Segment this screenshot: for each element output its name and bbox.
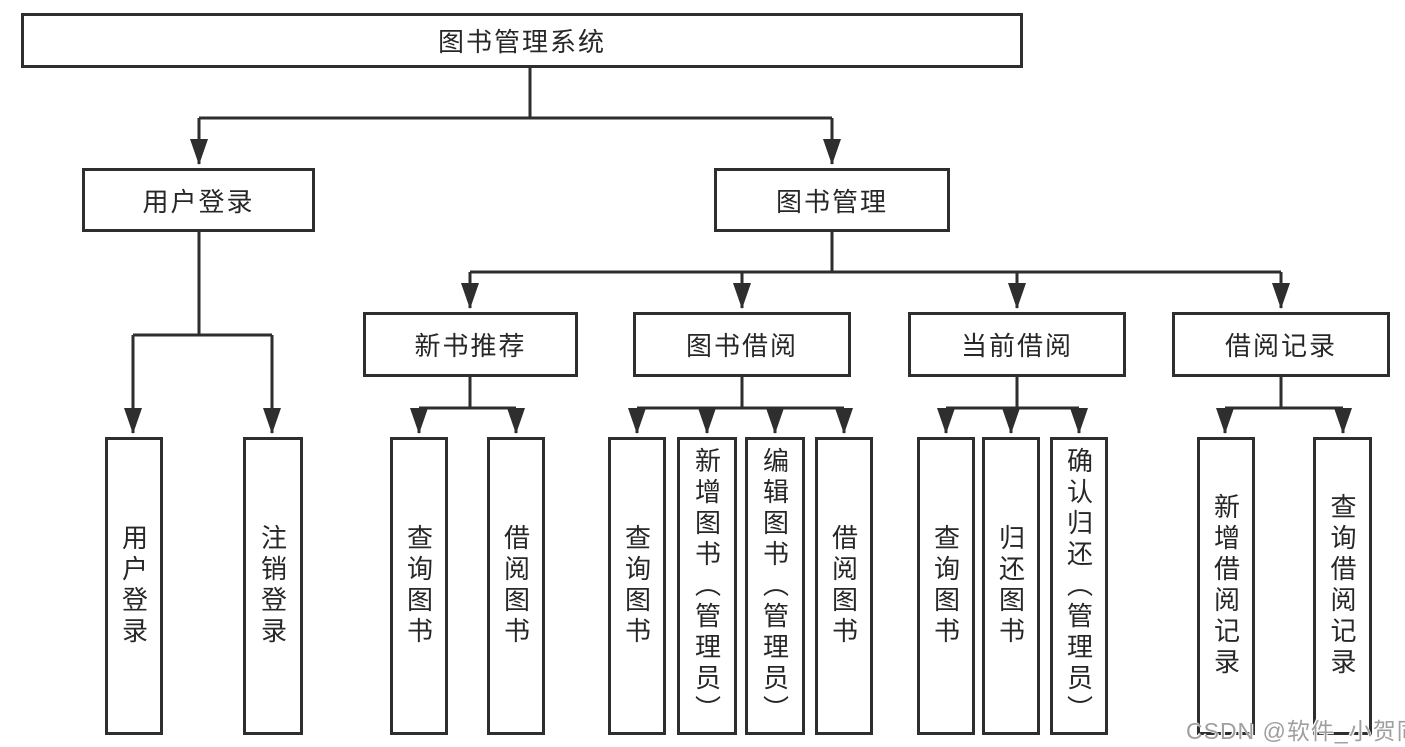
leaf-add-book-admin: 新增图书（管理员） bbox=[677, 437, 737, 735]
node-root-system: 图书管理系统 bbox=[21, 13, 1023, 68]
node-user-login: 用户登录 bbox=[82, 168, 315, 232]
csdn-watermark: CSDN @软件_小贺同学 bbox=[1186, 718, 1405, 744]
leaf-user-login: 用户登录 bbox=[105, 437, 163, 735]
leaf-query-book-recommend: 查询图书 bbox=[390, 437, 448, 735]
node-new-book-recommend: 新书推荐 bbox=[363, 312, 578, 377]
leaf-borrow-book: 借阅图书 bbox=[815, 437, 873, 735]
node-current-borrowing: 当前借阅 bbox=[908, 312, 1126, 377]
node-borrowing-records: 借阅记录 bbox=[1172, 312, 1390, 377]
leaf-query-borrow-record: 查询借阅记录 bbox=[1313, 437, 1372, 735]
leaf-query-book-borrow: 查询图书 bbox=[608, 437, 666, 735]
node-book-borrowing: 图书借阅 bbox=[633, 312, 851, 377]
leaf-edit-book-admin: 编辑图书（管理员） bbox=[745, 437, 805, 735]
leaf-borrow-book-recommend: 借阅图书 bbox=[487, 437, 545, 735]
leaf-logout: 注销登录 bbox=[243, 437, 303, 735]
leaf-query-book-current: 查询图书 bbox=[917, 437, 975, 735]
leaf-add-borrow-record: 新增借阅记录 bbox=[1197, 437, 1255, 735]
node-book-management: 图书管理 bbox=[714, 168, 950, 232]
leaf-confirm-return-admin: 确认归还（管理员） bbox=[1050, 437, 1108, 735]
leaf-return-book: 归还图书 bbox=[982, 437, 1040, 735]
